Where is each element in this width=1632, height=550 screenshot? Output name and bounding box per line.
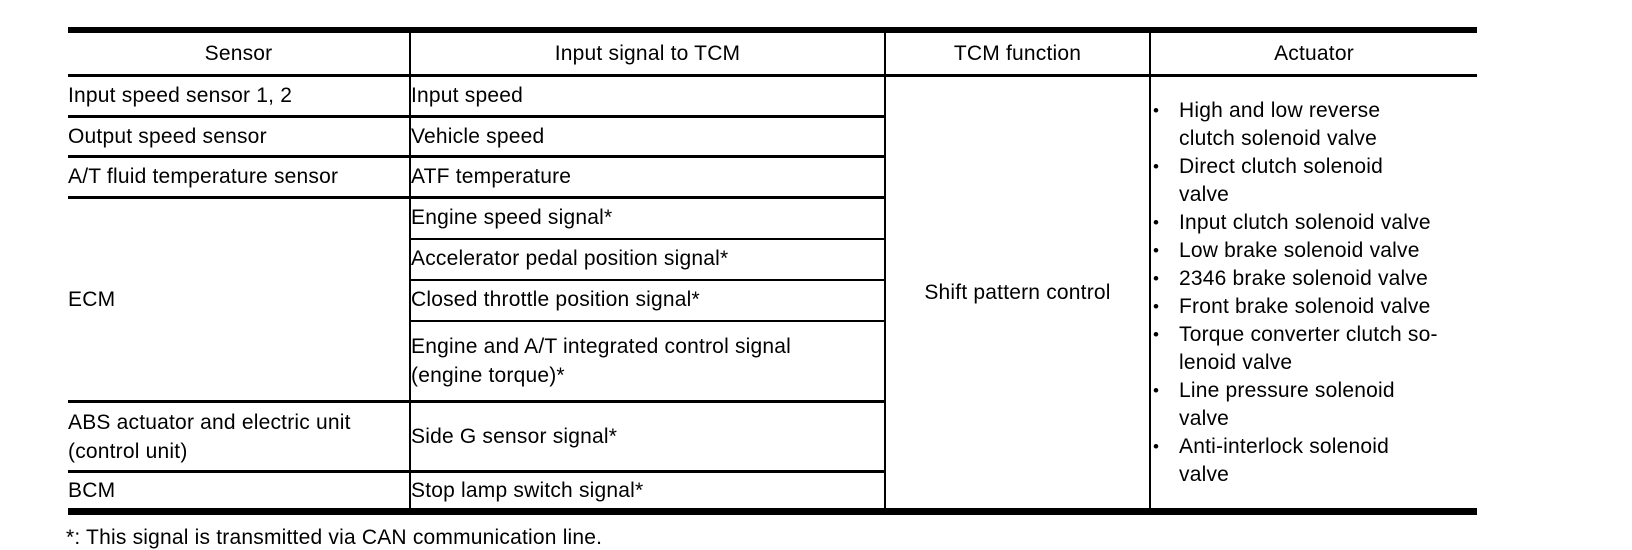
actuator-item-label: Low brake solenoid valve [1179, 238, 1420, 262]
cell-sensor-bcm: BCM [68, 471, 411, 512]
actuator-item-label: Input clutch solenoid valve [1179, 210, 1431, 234]
actuator-item: • Low brake solenoid valve [1151, 237, 1477, 265]
footnote: *: This signal is transmitted via CAN co… [66, 526, 603, 549]
table-row: Engine and A/T integrated control signal… [68, 320, 1477, 403]
cell-actuators: • High and low reverse clutch solenoid v… [1150, 76, 1477, 512]
column-header-sensor: Sensor [68, 30, 411, 77]
actuator-item: • Torque converter clutch so- lenoid val… [1151, 321, 1477, 377]
actuator-item: • Direct clutch solenoid valve [1151, 153, 1477, 209]
cell-signal-input-speed: Input speed [410, 75, 886, 118]
cell-sensor-ecm: ECM [68, 197, 411, 403]
actuator-item: • High and low reverse clutch solenoid v… [1151, 97, 1477, 153]
cell-signal-atf-temp: ATF temperature [410, 156, 886, 199]
actuator-item-label: Line pressure solenoid valve [1179, 378, 1395, 430]
table-row: Accelerator pedal position signal* [68, 238, 1477, 281]
bullet-icon: • [1153, 212, 1160, 232]
bullet-icon: • [1153, 268, 1160, 288]
cell-sensor-output-speed: Output speed sensor [68, 116, 411, 158]
actuator-item: • 2346 brake solenoid valve [1151, 265, 1477, 293]
table-row: BCM Stop lamp switch signal* [68, 471, 1477, 512]
actuator-item-label: Front brake solenoid valve [1179, 294, 1431, 318]
table-row: ECM Engine speed signal* [68, 197, 1477, 403]
cell-signal-accelerator-pedal: Accelerator pedal position signal* [410, 238, 886, 281]
table-row: ABS actuator and electric unit (control … [68, 401, 1477, 473]
bullet-icon: • [1153, 100, 1160, 120]
actuator-item-label: High and low reverse clutch solenoid val… [1179, 98, 1381, 150]
cell-tcm-function: Shift pattern control [885, 75, 1151, 512]
bullet-icon: • [1153, 324, 1160, 344]
tcm-io-table: Sensor Input signal to TCM TCM function … [68, 27, 1477, 515]
bullet-icon: • [1153, 156, 1160, 176]
cell-signal-engine-speed: Engine speed signal* [410, 197, 886, 240]
cell-signal-stop-lamp: Stop lamp switch signal* [410, 471, 886, 512]
table-row: Input speed sensor 1, 2 Input speed Shif… [68, 75, 1477, 512]
bullet-icon: • [1153, 436, 1160, 456]
cell-sensor-at-fluid-temp: A/T fluid temperature sensor [68, 156, 411, 199]
cell-signal-vehicle-speed: Vehicle speed [410, 116, 886, 158]
bullet-icon: • [1153, 380, 1160, 400]
actuator-item: • Line pressure solenoid valve [1151, 377, 1477, 433]
actuator-item: • Front brake solenoid valve [1151, 293, 1477, 321]
bullet-icon: • [1153, 296, 1160, 316]
actuator-item-label: Torque converter clutch so- lenoid valve [1179, 322, 1438, 374]
cell-sensor-input-speed: Input speed sensor 1, 2 [68, 75, 411, 118]
actuator-item: • Input clutch solenoid valve [1151, 209, 1477, 237]
table-row: Closed throttle position signal* [68, 279, 1477, 322]
actuator-item-label: Direct clutch solenoid valve [1179, 154, 1383, 206]
cell-sensor-abs: ABS actuator and electric unit (control … [68, 401, 411, 473]
actuator-item: • Anti-interlock solenoid valve [1151, 433, 1477, 489]
cell-signal-engine-at-integrated: Engine and A/T integrated control signal… [410, 320, 886, 403]
bullet-icon: • [1153, 240, 1160, 260]
table-row: Output speed sensor Vehicle speed [68, 116, 1477, 158]
table-row: A/T fluid temperature sensor ATF tempera… [68, 156, 1477, 199]
column-header-input-signal: Input signal to TCM [410, 30, 886, 77]
column-header-tcm-function: TCM function [885, 30, 1151, 77]
actuator-item-label: Anti-interlock solenoid valve [1179, 434, 1390, 486]
column-header-actuator: Actuator [1150, 30, 1477, 77]
header-row: Sensor Input signal to TCM TCM function … [68, 30, 1477, 77]
cell-signal-side-g: Side G sensor signal* [410, 401, 886, 473]
cell-signal-closed-throttle: Closed throttle position signal* [410, 279, 886, 322]
actuator-item-label: 2346 brake solenoid valve [1179, 266, 1429, 290]
